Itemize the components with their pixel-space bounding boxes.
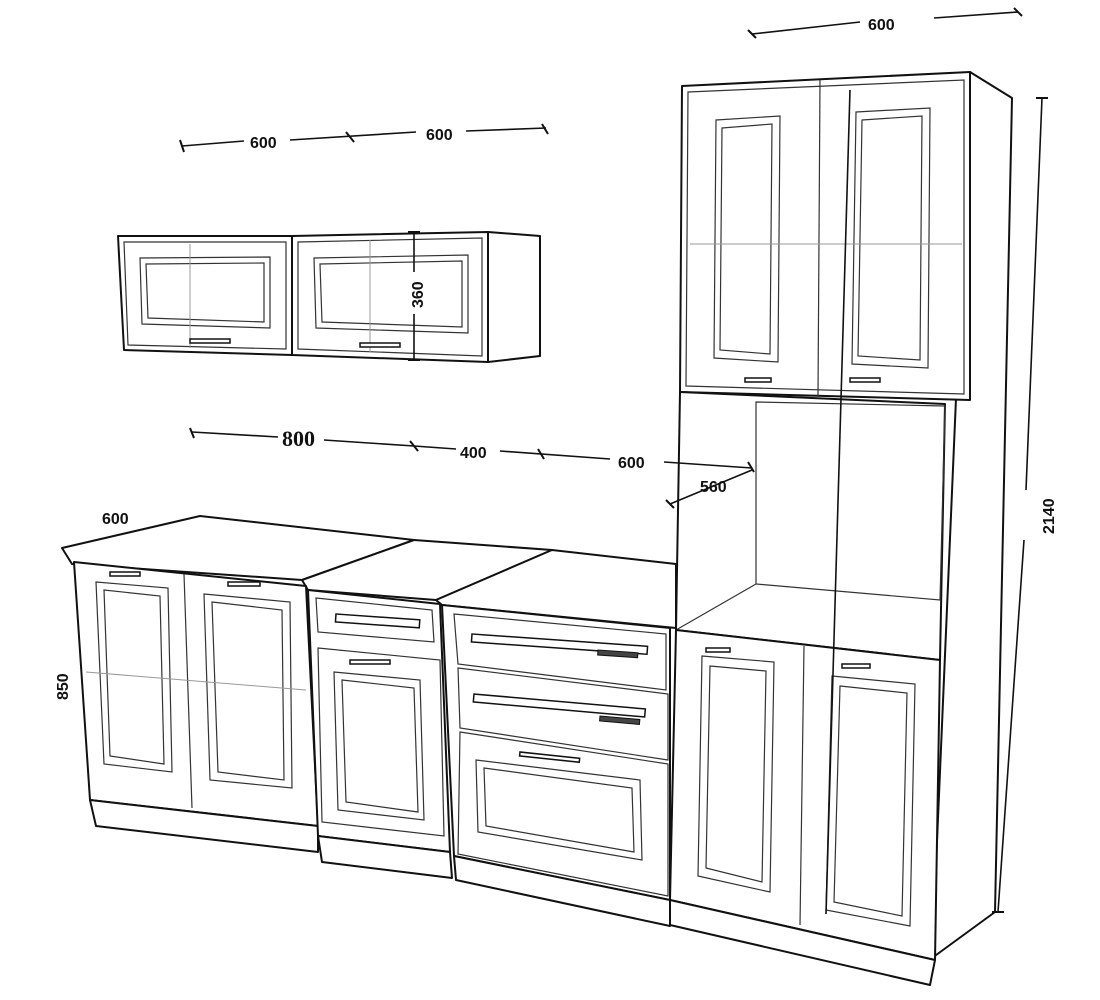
dim-wall-left-600: 600 xyxy=(250,135,277,152)
base-800-door-left xyxy=(95,581,173,773)
wall-cabinet-right xyxy=(291,231,489,363)
base-400-drawer xyxy=(315,597,435,643)
dim-wall-height-360: 360 xyxy=(410,281,427,308)
wall-cabinet-left xyxy=(117,235,293,356)
dim-base-800: 800 xyxy=(282,426,315,451)
tall-lower-door-left xyxy=(697,655,775,893)
tall-lower-handle-left xyxy=(705,647,731,653)
dim-tall-depth-560: 560 xyxy=(700,479,727,496)
dim-counter-depth-600: 600 xyxy=(102,511,129,528)
base-600-oven-handle xyxy=(518,751,581,764)
base-800-plinth xyxy=(89,799,319,853)
wall-right-handle xyxy=(359,342,401,348)
base-400-drawer-handle xyxy=(334,613,421,629)
tall-upper-door-left xyxy=(713,115,781,363)
base-400-plinth xyxy=(317,835,453,879)
base-600-plinth xyxy=(453,855,671,927)
wall-left-handle xyxy=(189,338,231,344)
base-800-handle-right xyxy=(227,581,261,587)
dim-base-600: 600 xyxy=(618,455,645,472)
dimension-labels: 600 600 600 360 800 400 600 560 600 850 … xyxy=(55,17,1058,700)
tall-upper-handle-right xyxy=(849,377,881,383)
wall-cabinet-side xyxy=(487,231,541,363)
tall-upper-handle-left xyxy=(744,377,772,383)
base-cabinet-400 xyxy=(307,589,451,853)
base-600-drawer-top-handle xyxy=(470,633,649,656)
dim-base-400: 400 xyxy=(460,445,487,462)
tall-lower-handle-right xyxy=(841,663,871,669)
base-800-door-right xyxy=(203,593,293,789)
base-600-drawer-middle-handle xyxy=(472,693,647,718)
base-800-handle-left xyxy=(109,571,141,577)
tall-upper-door-right xyxy=(851,107,931,369)
base-600-drawer-middle xyxy=(457,667,669,761)
tall-cabinet xyxy=(669,71,1013,986)
tall-open-niche xyxy=(675,391,946,661)
base-600-oven-front xyxy=(457,731,669,897)
tall-upper-section xyxy=(679,71,971,401)
dim-base-height-850: 850 xyxy=(55,673,72,700)
base-400-door xyxy=(317,647,445,837)
base-cabinets xyxy=(61,515,677,927)
wall-cabinets xyxy=(117,231,541,363)
base-600-drawer-top xyxy=(453,613,667,691)
dimension-lines xyxy=(179,7,1048,915)
dim-wall-right-600: 600 xyxy=(426,127,453,144)
dim-tall-height-2140: 2140 xyxy=(1041,498,1058,534)
base-400-door-handle xyxy=(349,659,391,665)
dim-top-600: 600 xyxy=(868,17,895,34)
